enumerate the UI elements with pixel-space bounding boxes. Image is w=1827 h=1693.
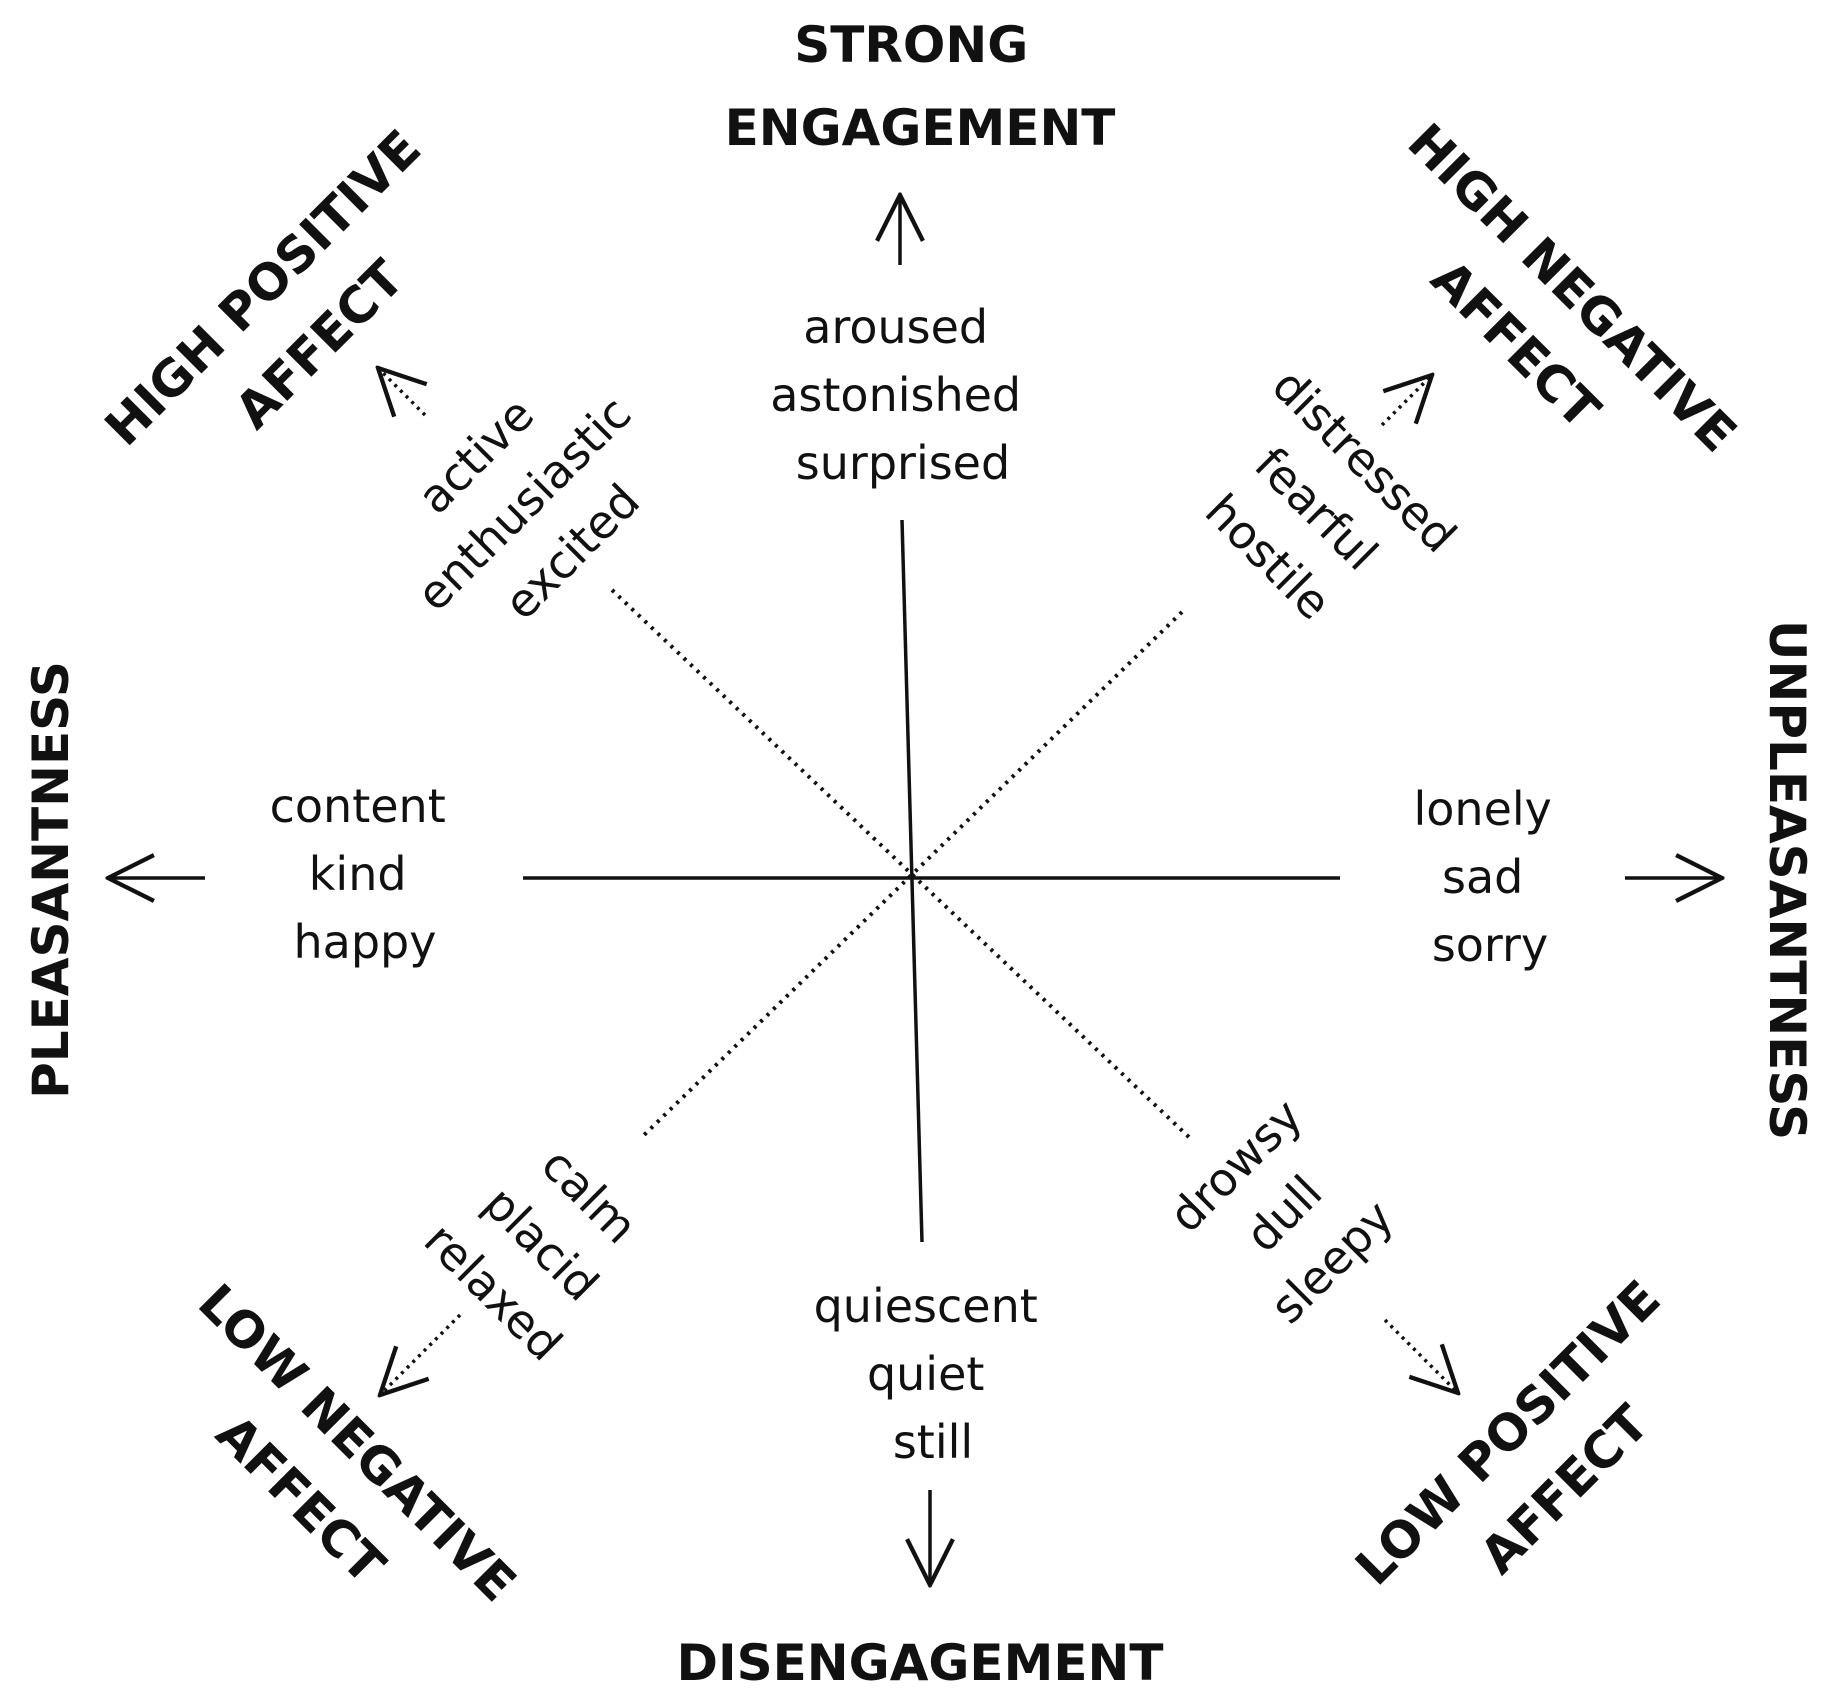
- top-left-word-group: active enthusiastic excited: [406, 386, 650, 630]
- right-dimension-label: UNPLEASANTNESS: [1758, 620, 1816, 1140]
- bottom-right-word-group: drowsy dull sleepy: [1159, 1089, 1404, 1334]
- top-right-word-group: distressed fearful hostile: [1195, 358, 1467, 630]
- left-word-group: content kind happy: [270, 779, 461, 969]
- left-dimension-label: PLEASANTNESS: [22, 661, 80, 1099]
- arrow-bottom-right: [1383, 1318, 1458, 1393]
- bottom-word-group: quiescent quiet still: [814, 1279, 1053, 1469]
- top-dimension-label: STRONG ENGAGEMENT: [725, 16, 1116, 157]
- bottom-dimension-label: DISENGAGEMENT: [677, 1634, 1164, 1692]
- vertical-axis-line: [900, 519, 924, 1243]
- top-word-group: aroused astonished surprised: [770, 300, 1036, 490]
- arrow-top-right: [1380, 375, 1432, 427]
- arrow-bottom-left: [380, 1313, 462, 1395]
- bottom-left-dimension-label: LOW NEGATIVE AFFECT: [187, 1273, 527, 1613]
- diagonal-dotted-line-a: [610, 588, 1194, 1142]
- bottom-right-dimension-label: LOW POSITIVE AFFECT: [1344, 1269, 1671, 1596]
- bottom-left-word-group: calm placid relaxed: [414, 1137, 648, 1371]
- right-word-group: lonely sad sorry: [1413, 782, 1566, 972]
- arrow-top-left: [378, 368, 425, 415]
- top-left-dimension-label: HIGH POSITIVE AFFECT: [94, 119, 432, 457]
